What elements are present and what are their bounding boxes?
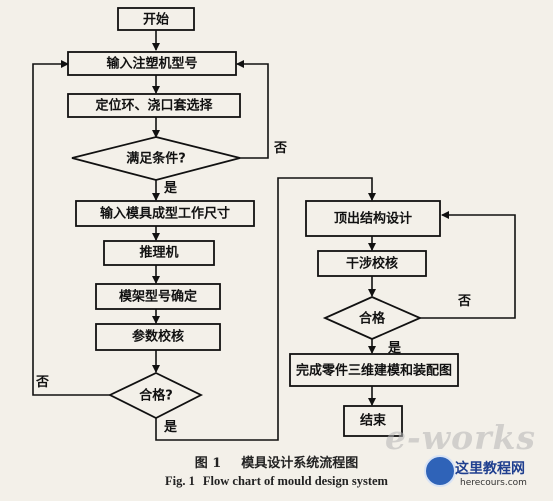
node-inference-box	[103, 240, 215, 266]
caption-en: Fig. 1 Flow chart of mould design system	[0, 474, 553, 489]
node-frame-model-box	[95, 283, 221, 310]
node-end-label: 结束	[360, 413, 387, 429]
node-end-box	[343, 405, 403, 437]
caption-en-title: Flow chart of mould design system	[202, 474, 388, 488]
node-param-check-label: 参数校核	[132, 329, 184, 345]
node-inference-label: 推理机	[139, 245, 178, 261]
boxes	[67, 7, 459, 437]
caption-en-number: Fig. 1	[165, 474, 195, 488]
watermark-logo-icon	[424, 455, 456, 487]
connectors	[32, 30, 516, 441]
node-cond2-label: 合格?	[139, 388, 173, 404]
node-interference-box	[317, 250, 427, 277]
node-frame-model-label: 模架型号确定	[119, 289, 197, 305]
edge-cond2-no	[32, 60, 110, 396]
node-cond3-label: 合格	[359, 311, 386, 327]
caption-cn-title: 模具设计系统流程图	[241, 456, 359, 471]
node-complete-label: 完成零件三维建模和装配图	[296, 363, 452, 379]
label-cond3-no: 否	[457, 294, 471, 309]
label-cond3-yes: 是	[387, 341, 402, 356]
node-param-check-box	[95, 323, 221, 351]
node-input-dims-box	[75, 200, 255, 227]
node-cond3-shape	[322, 296, 423, 340]
node-start-label: 开始	[143, 12, 169, 28]
node-complete-box	[289, 353, 459, 387]
node-cond1-label: 满足条件?	[126, 151, 186, 167]
node-input-dims-label: 输入模具成型工作尺寸	[100, 206, 230, 222]
edge-cond3-no	[420, 211, 516, 319]
node-eject-box	[305, 200, 441, 237]
node-interference-label: 干涉校核	[346, 256, 398, 272]
node-cond2-shape	[107, 372, 204, 420]
edge-cond1-no	[236, 60, 269, 159]
node-locate-box	[67, 93, 241, 118]
watermark-domain: herecours.com	[460, 478, 527, 488]
node-input-model-label: 输入注塑机型号	[106, 56, 197, 72]
watermark-brand: e-works	[385, 418, 536, 457]
caption-cn: 图 1 模具设计系统流程图	[0, 452, 553, 471]
label-cond1-yes: 是	[163, 181, 178, 196]
edge-cond2-yes	[155, 177, 376, 441]
node-start-box	[117, 7, 195, 31]
label-cond1-no: 否	[273, 141, 287, 156]
label-cond2-yes: 是	[163, 420, 178, 435]
label-cond2-no: 否	[35, 375, 49, 390]
node-cond1-shape	[71, 136, 241, 181]
watermark-site: 这里教程网	[455, 461, 525, 477]
caption-cn-number: 图 1	[194, 456, 222, 471]
node-input-model-box	[67, 51, 237, 76]
node-locate-label: 定位环、浇口套选择	[94, 98, 213, 114]
node-eject-label: 顶出结构设计	[334, 211, 412, 227]
